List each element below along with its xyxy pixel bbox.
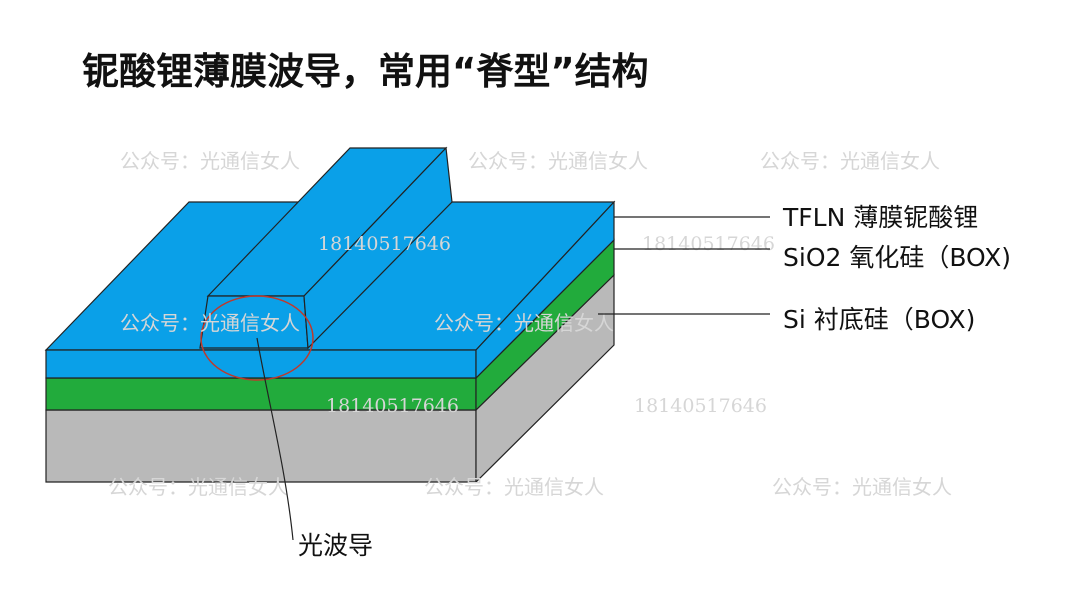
ridge-side-face [303,146,453,350]
page-title: 铌酸锂薄膜波导，常用“脊型”结构 [82,50,649,93]
label-waveguide: 光波导 [298,531,373,560]
watermark-account-5: 公众号：光通信女人 [434,311,614,335]
label-tfln: TFLN 薄膜铌酸锂 [782,203,978,232]
tfln-side-face [475,200,615,380]
watermark-number-2: 18140517646 [642,233,775,255]
label-si: Si 衬底硅（BOX) [783,305,975,334]
watermark-number-4: 18140517646 [634,395,767,417]
watermark-account-7: 公众号：光通信女人 [424,475,604,499]
ridge-waveguide [199,146,453,350]
optical-mode-circle [200,295,314,381]
watermark-layer: 公众号：光通信女人 公众号：光通信女人 公众号：光通信女人 公众号：光通信女人 … [108,149,952,499]
watermark-number-3: 18140517646 [326,395,459,417]
si-substrate-layer [45,273,615,484]
leader-lines [256,216,770,541]
watermark-number-1: 18140517646 [318,233,451,255]
tfln-front-face [45,349,477,379]
watermark-account-3: 公众号：光通信女人 [760,149,940,173]
watermark-account-8: 公众号：光通信女人 [772,475,952,499]
si-front-face [45,409,477,483]
watermark-account-4: 公众号：光通信女人 [120,311,300,335]
watermark-account-1: 公众号：光通信女人 [120,149,300,173]
watermark-account-6: 公众号：光通信女人 [108,475,288,499]
label-sio2: SiO2 氧化硅（BOX) [783,243,1011,272]
leader-waveguide [256,337,294,541]
watermark-account-2: 公众号：光通信女人 [468,149,648,173]
